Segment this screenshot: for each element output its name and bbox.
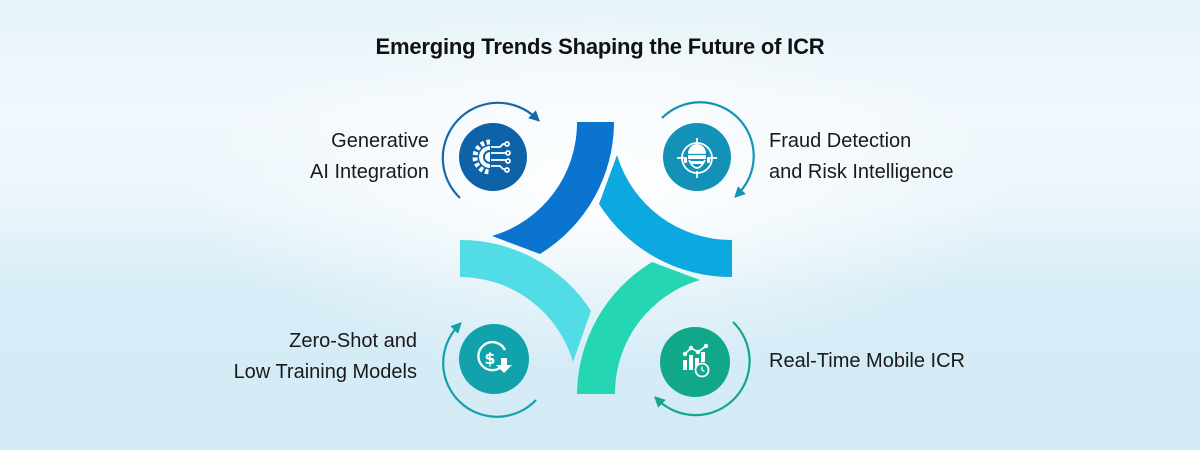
trend-node-realtime-mobile	[654, 321, 751, 417]
cycle-arrow-icon	[442, 322, 537, 418]
arc-segment-generative-ai	[492, 122, 614, 254]
trend-node-zero-shot: $	[442, 322, 537, 418]
label-line: Real-Time Mobile ICR	[769, 350, 965, 372]
page-title: Emerging Trends Shaping the Future of IC…	[375, 34, 825, 59]
label-line: Generative	[331, 130, 429, 152]
realtime-chart-clock-icon	[682, 343, 710, 378]
arc-segment-realtime-mobile	[577, 262, 700, 394]
label-line: Zero-Shot and	[289, 330, 417, 352]
cycle-arrow-icon	[654, 321, 751, 417]
label-line: Fraud Detection	[769, 130, 912, 152]
trend-label-realtime-mobile: Real-Time Mobile ICR	[769, 346, 965, 377]
ai-gear-circuit-icon	[472, 139, 511, 175]
cycle-arrow-icon	[661, 101, 755, 198]
arc-segment-zero-shot	[460, 239, 591, 362]
cycle-arrow-icon	[441, 101, 540, 199]
arc-segment-fraud-detection	[599, 155, 732, 278]
trend-label-fraud-detection: Fraud Detection and Risk Intelligence	[769, 126, 954, 188]
label-line: AI Integration	[310, 161, 429, 183]
trend-node-fraud-detection	[661, 101, 755, 198]
fraud-target-thief-icon	[677, 138, 717, 178]
trend-label-generative-ai: Generative AI Integration	[310, 126, 429, 188]
cost-reduction-dollar-icon: $	[477, 340, 512, 373]
trend-node-generative-ai	[441, 101, 540, 199]
label-line: Low Training Models	[233, 361, 417, 383]
label-line: and Risk Intelligence	[769, 161, 954, 183]
svg-text:$: $	[484, 349, 495, 368]
trend-label-zero-shot: Zero-Shot and Low Training Models	[234, 326, 417, 388]
